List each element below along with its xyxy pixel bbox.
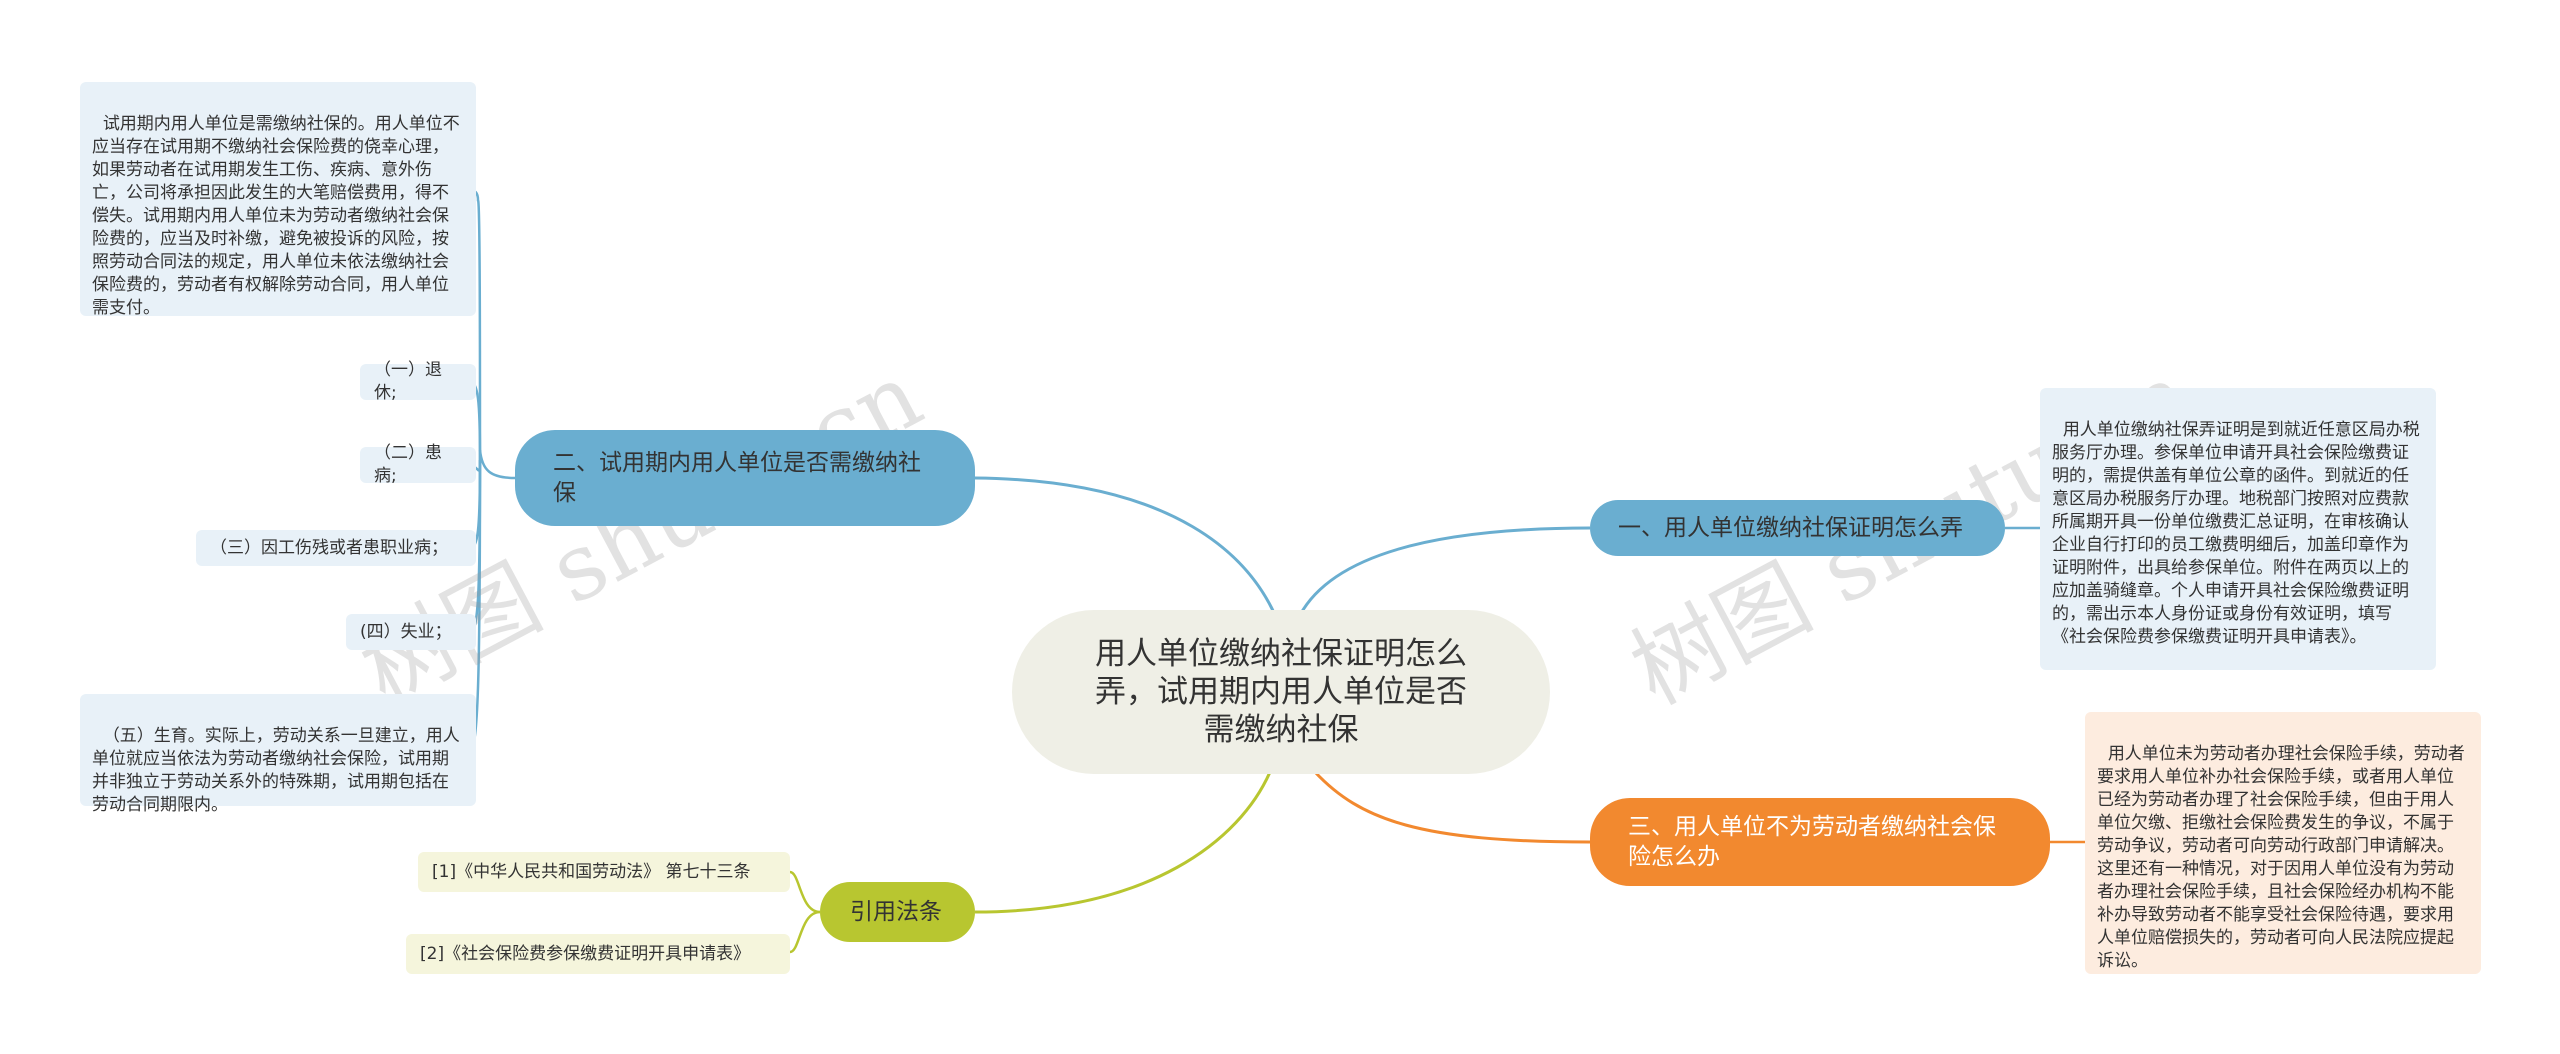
branch-b1[interactable]: 一、用人单位缴纳社保证明怎么弄 xyxy=(1590,500,2005,556)
leaf-b4-1-text: [1]《中华人民共和国劳动法》 第七十三条 xyxy=(432,861,751,882)
branch-b4-label: 引用法条 xyxy=(850,899,942,925)
branch-b1-label: 一、用人单位缴纳社保证明怎么弄 xyxy=(1618,515,1963,541)
branch-b2[interactable]: 二、试用期内用人单位是否需缴纳社保 xyxy=(515,430,975,526)
link-center-b4 xyxy=(974,771,1272,914)
leaf-b2-3-text: （三）因工伤残或者患职业病； xyxy=(210,537,448,558)
leaf-b1[interactable]: 用人单位缴纳社保弄证明是到就近任意区局办税服务厅办理。参保单位申请开具社会保险缴… xyxy=(2040,388,2436,670)
leaf-b4-2-text: [2]《社会保险费参保缴费证明开具申请表》 xyxy=(420,943,751,964)
leaf-b2-2[interactable]: （二）患病; xyxy=(360,443,476,486)
link-b4-2 xyxy=(789,910,821,954)
leaf-b2-3[interactable]: （三）因工伤残或者患职业病； xyxy=(196,530,476,566)
link-center-b1 xyxy=(1298,526,1591,616)
leaf-b2-main-text: 试用期内用人单位是需缴纳社保的。用人单位不应当存在试用期不缴纳社会保险费的侥幸心… xyxy=(92,114,460,318)
central-topic[interactable]: 用人单位缴纳社保证明怎么弄，试用期内用人单位是否需缴纳社保 xyxy=(1012,610,1550,774)
central-topic-label: 用人单位缴纳社保证明怎么弄，试用期内用人单位是否需缴纳社保 xyxy=(1095,636,1467,748)
leaf-b2-1[interactable]: （一）退休; xyxy=(360,360,476,403)
leaf-b4-1[interactable]: [1]《中华人民共和国劳动法》 第七十三条 xyxy=(418,852,790,892)
link-center-b2 xyxy=(974,476,1277,616)
leaf-b2-2-text: （二）患病; xyxy=(374,443,442,486)
leaf-b3[interactable]: 用人单位未为劳动者办理社会保险手续，劳动者要求用人单位补办社会保险手续，或者用人… xyxy=(2085,712,2481,974)
leaf-b4-2[interactable]: [2]《社会保险费参保缴费证明开具申请表》 xyxy=(406,934,790,974)
leaf-b2-4[interactable]: (四）失业； xyxy=(346,614,476,650)
branch-b2-label: 二、试用期内用人单位是否需缴纳社保 xyxy=(553,450,921,506)
leaf-b2-5[interactable]: （五）生育。实际上，劳动关系一旦建立，用人单位就应当依法为劳动者缴纳社会保险，试… xyxy=(80,694,476,815)
leaf-b2-main[interactable]: 试用期内用人单位是需缴纳社保的。用人单位不应当存在试用期不缴纳社会保险费的侥幸心… xyxy=(80,82,476,318)
branch-b3[interactable]: 三、用人单位不为劳动者缴纳社会保险怎么办 xyxy=(1590,798,2050,886)
link-center-b3 xyxy=(1313,770,1591,844)
branch-b3-label: 三、用人单位不为劳动者缴纳社会保险怎么办 xyxy=(1628,814,1996,870)
leaf-b3-text: 用人单位未为劳动者办理社会保险手续，劳动者要求用人单位补办社会保险手续，或者用人… xyxy=(2097,744,2465,971)
leaf-b2-5-text: （五）生育。实际上，劳动关系一旦建立，用人单位就应当依法为劳动者缴纳社会保险，试… xyxy=(92,726,460,815)
leaf-b1-text: 用人单位缴纳社保弄证明是到就近任意区局办税服务厅办理。参保单位申请开具社会保险缴… xyxy=(2052,420,2420,647)
leaf-b2-1-text: （一）退休; xyxy=(374,360,442,403)
link-b4-1 xyxy=(789,870,821,914)
branch-b4[interactable]: 引用法条 xyxy=(820,882,975,942)
leaf-b2-4-text: (四）失业； xyxy=(360,621,452,642)
link-b2-trunk xyxy=(478,449,516,480)
